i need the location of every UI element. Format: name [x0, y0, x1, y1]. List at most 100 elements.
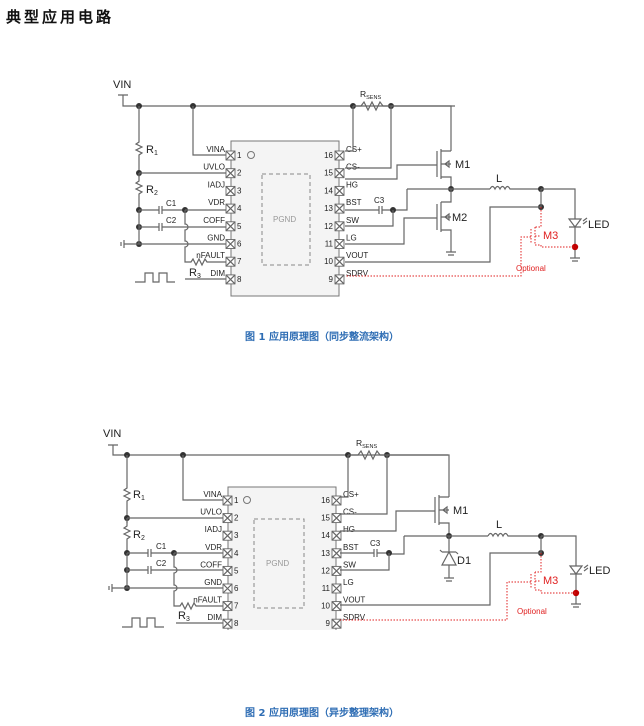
pin1-marker-icon	[247, 151, 255, 159]
led-light-icon	[582, 217, 588, 225]
pin-number: 10	[324, 257, 333, 266]
pin-number: 5	[237, 222, 242, 231]
m2-mosfet	[345, 189, 452, 252]
m3-optional-mosfet	[340, 553, 576, 621]
pin-name: VINA	[203, 490, 222, 499]
pin-cross-icon	[222, 618, 233, 629]
pin-cross-icon	[331, 601, 342, 612]
c1-label: C1	[156, 542, 167, 551]
junction-red	[571, 243, 579, 251]
m1-body-diode-icon	[444, 159, 450, 169]
c2-label: C2	[156, 559, 167, 568]
m3-label: M3	[543, 230, 558, 242]
schematic-synchronous: VIN RSENS R1 R2 C1 C2 R3 PGND 1VINA16CS+…	[113, 79, 609, 297]
m1-mosfet	[345, 149, 452, 189]
pin1-marker-icon	[243, 496, 251, 504]
bst-link-wire	[393, 189, 408, 211]
pin-name: COFF	[200, 560, 222, 569]
m1-label: M1	[455, 159, 470, 171]
pin-cross-icon	[225, 185, 236, 196]
pin-number: 12	[321, 566, 330, 575]
d1-schottky-diode	[439, 536, 459, 578]
pin-name: CS-	[346, 163, 360, 172]
led-diode	[568, 565, 584, 591]
pin-left: 5 COFF	[203, 216, 242, 232]
c2-label: C2	[166, 216, 177, 225]
vout-wire	[345, 189, 542, 263]
led-light-icon	[583, 564, 589, 572]
pin-number: 9	[329, 275, 334, 284]
pin-number: 16	[324, 151, 333, 160]
pin-number: 6	[237, 240, 242, 249]
r2-label: R2	[133, 529, 145, 542]
led-anode-wire	[541, 188, 576, 219]
led-diode	[567, 218, 583, 247]
pwm-signal-icon	[122, 617, 164, 628]
pin-number: 2	[234, 514, 239, 523]
vin-rail	[118, 94, 455, 107]
pin-name: VDR	[208, 198, 225, 207]
pin-left: 6 GND	[207, 234, 242, 249]
r1-label: R1	[133, 489, 145, 502]
pwm-signal-icon	[135, 272, 175, 283]
m1-body-diode-icon	[442, 505, 448, 515]
pin-name: COFF	[203, 216, 225, 225]
pin-cross-icon	[225, 203, 236, 214]
pin-name: CS-	[343, 508, 357, 517]
rsens-resistor	[348, 449, 390, 461]
pin-cross-icon	[334, 185, 345, 196]
pin-cross-icon	[222, 583, 233, 594]
pin-number: 14	[324, 186, 333, 195]
pin-cross-icon	[331, 583, 342, 594]
pin-name: GND	[207, 234, 225, 243]
pin-cross-icon	[331, 513, 342, 524]
pin-name: DIM	[210, 269, 225, 278]
pgnd-label: PGND	[266, 559, 289, 568]
c2-capacitor	[127, 566, 224, 574]
pin-cross-icon	[222, 601, 233, 612]
pin-name: HG	[343, 525, 355, 534]
pin-name: HG	[346, 180, 358, 189]
pin-cross-icon	[225, 239, 236, 249]
ground-icon	[571, 596, 581, 608]
c3-label: C3	[370, 539, 381, 548]
pin-number: 1	[237, 151, 242, 160]
r2-label: R2	[146, 184, 158, 197]
c3-label: C3	[374, 196, 385, 205]
pin-name: LG	[343, 578, 354, 587]
figure-2-caption: 图 2 应用原理图（异步整理架构）	[245, 708, 399, 719]
pin-name: VOUT	[346, 251, 368, 260]
r3-label: R3	[178, 610, 190, 623]
section-title: 典型应用电路	[6, 8, 115, 26]
led-label: LED	[589, 565, 610, 577]
sw-wire	[345, 210, 394, 227]
ground-icon	[444, 577, 454, 582]
pin-name: BST	[346, 198, 362, 207]
controller-ic	[227, 486, 337, 630]
pin-number: 12	[324, 222, 333, 231]
c2-capacitor	[139, 223, 227, 231]
pin-cross-icon	[225, 150, 236, 161]
c3-capacitor	[340, 549, 389, 557]
l-label: L	[496, 173, 502, 185]
pgnd-pad	[253, 518, 305, 609]
pin-number: 16	[321, 496, 330, 505]
rsens-label: RSENS	[360, 89, 381, 101]
r1-label: R1	[146, 144, 158, 157]
led-anode-wire	[541, 535, 577, 566]
vin-rail	[108, 444, 448, 456]
c1-label: C1	[166, 199, 177, 208]
pin-number: 8	[237, 275, 242, 284]
pin-cross-icon	[334, 256, 345, 267]
